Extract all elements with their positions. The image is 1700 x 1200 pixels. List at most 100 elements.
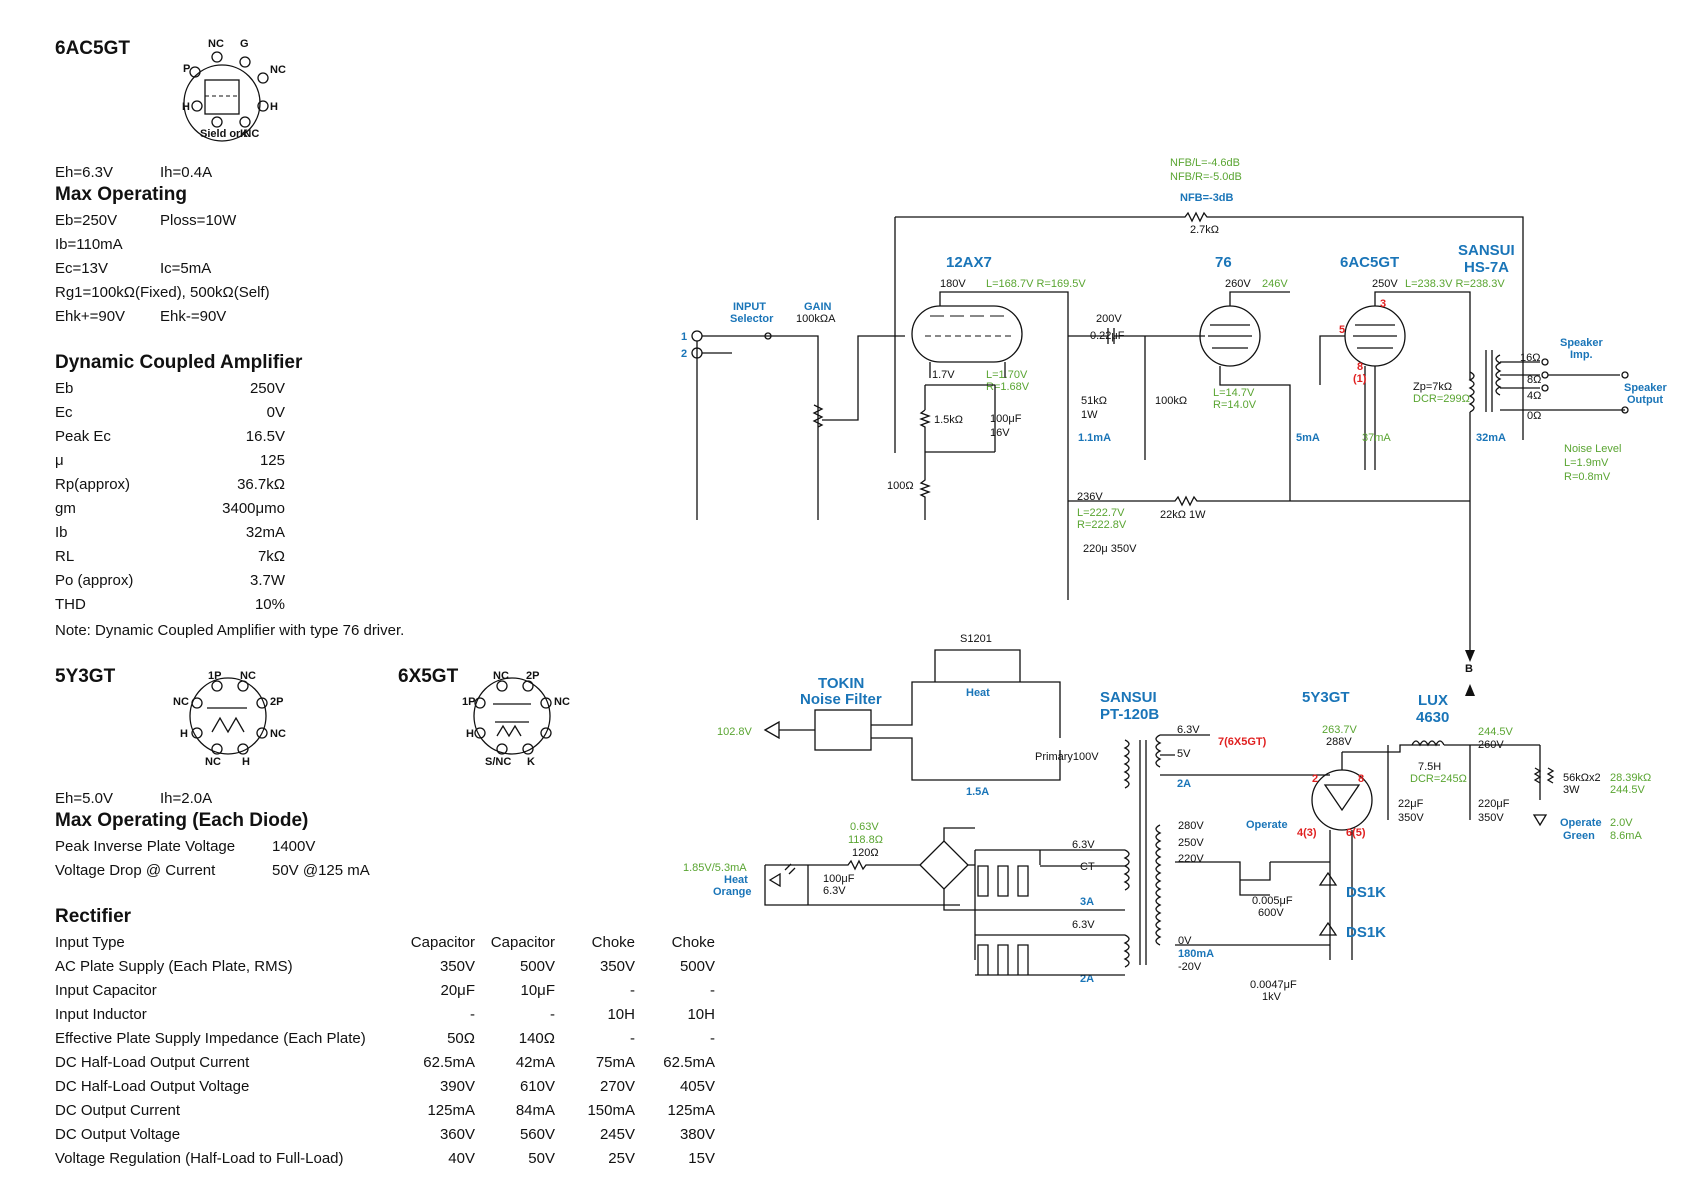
param-label: Po (approx) — [55, 572, 134, 589]
table-cell: 610V — [519, 1077, 555, 1095]
heater-6v3-b: 6.3V — [1072, 919, 1095, 931]
table-cell: 500V — [679, 957, 715, 975]
pt-6v3: 6.3V — [1177, 724, 1200, 736]
v1-ck-value: 100μF — [990, 413, 1022, 425]
table-header-cell: Capacitor — [410, 933, 475, 951]
dca-note: Note: Dynamic Coupled Amplifier with typ… — [55, 622, 405, 639]
bleeder-meas-v: 244.5V — [1610, 784, 1646, 796]
cap2-voltage: 1kV — [1262, 991, 1282, 1003]
pt-2a: 2A — [1177, 778, 1191, 790]
pin-label: K — [527, 756, 535, 768]
pin-label: NC — [240, 670, 256, 682]
v1-current: 1.1mA — [1078, 432, 1111, 444]
heater-ct: CT — [1080, 861, 1095, 873]
max-rg1: Rg1=100kΩ(Fixed), 500kΩ(Self) — [55, 284, 270, 301]
table-cell: 62.5mA — [663, 1053, 715, 1071]
datasheet-panel: 6AC5GT Eh=6.3V Ih=0.4A Max Operating Eb=… — [0, 0, 740, 1200]
c2-voltage: 350V — [1478, 812, 1504, 824]
param-value: 32mA — [245, 524, 285, 541]
hv-tap-0: 0V — [1178, 935, 1192, 947]
input-2-label: 2 — [681, 348, 687, 360]
speaker-out-2: Output — [1627, 394, 1663, 406]
speaker-imp-2: Imp. — [1570, 349, 1593, 361]
speaker-out-1: Speaker — [1624, 382, 1668, 394]
table-cell: 75mA — [595, 1053, 635, 1071]
table-cell: 560V — [519, 1125, 555, 1143]
param-label: Peak Ec — [55, 428, 111, 445]
param-value: 3400μmo — [222, 500, 285, 517]
table-header-cell: Choke — [591, 933, 635, 951]
list-item: Ib 32mA — [55, 524, 285, 546]
out-meas: 244.5V — [1478, 726, 1514, 738]
table-cell: 125mA — [427, 1101, 475, 1119]
pin-label: NC — [173, 696, 189, 708]
pin-label: H — [242, 756, 250, 768]
v1-rf: 100Ω — [887, 480, 914, 492]
v1-plate: 180V — [940, 278, 966, 290]
pt-title-1: SANSUI — [1100, 689, 1157, 706]
v1-rk: 1.5kΩ — [934, 414, 963, 426]
v1-cathode-v: 1.7V — [932, 369, 955, 381]
heater-6v3-a: 6.3V — [1072, 839, 1095, 851]
pin-label: K — [240, 128, 248, 140]
input-label: INPUT — [733, 301, 766, 313]
param-label: Ib — [55, 524, 68, 541]
heat-switch-label: Heat — [966, 687, 990, 699]
table-cell: 245V — [599, 1125, 635, 1143]
rect-tube-name: 5Y3GT — [1302, 689, 1350, 706]
pin-label: NC — [205, 756, 221, 768]
tube-6x5-title: 6X5GT — [398, 666, 459, 687]
opt-tap-8: 8Ω — [1527, 374, 1541, 386]
pin-label: NC — [270, 64, 286, 76]
table-cell: 140Ω — [518, 1029, 555, 1047]
op-led-i: 8.6mA — [1610, 830, 1642, 842]
power-supply-section: B 102.8V TOKIN Noise Filter S1201 Heat 1… — [683, 633, 1651, 1003]
input-selector-label: Selector — [730, 313, 774, 325]
gain-label: GAIN — [804, 301, 832, 313]
pin-label: 1P — [462, 696, 475, 708]
pt-5v: 5V — [1177, 748, 1191, 760]
heat-led-meas-r: 118.8Ω — [848, 834, 883, 846]
table-cell: 50Ω — [447, 1029, 475, 1047]
table-cell: 40V — [448, 1149, 475, 1167]
param-value: 125 — [259, 452, 285, 469]
filter-title-1: TOKIN — [818, 675, 864, 692]
max-ploss: Ploss=10W — [160, 212, 237, 229]
opt-title-1: SANSUI — [1458, 242, 1515, 259]
noise-l: L=1.9mV — [1564, 457, 1609, 469]
pin-label: Sield or NC — [200, 128, 259, 140]
table-cell: 360V — [439, 1125, 475, 1143]
pin-label: 1P — [208, 670, 221, 682]
pin-label: H — [466, 728, 474, 740]
table-row: Voltage Regulation (Half-Load to Full-Lo… — [55, 1146, 715, 1170]
v2-cathode-meas-l: L=14.7V — [1213, 387, 1255, 399]
plate-resistor: 51kΩ — [1081, 395, 1107, 407]
cap1-value: 0.005μF — [1252, 895, 1293, 907]
pt-primary: Primary100V — [1035, 751, 1099, 763]
diode-max-title: Max Operating (Each Diode) — [55, 810, 309, 831]
table-cell: 25V — [608, 1149, 635, 1167]
max-ib: Ib=110mA — [55, 236, 123, 253]
v3-pin-grid: 5 — [1339, 324, 1345, 336]
opt-title-2: HS-7A — [1464, 259, 1509, 276]
table-cell: 390V — [439, 1077, 475, 1095]
rect-pin-8: 8 — [1358, 773, 1364, 785]
table-cell: 350V — [599, 957, 635, 975]
rectifier-table: Input Type Capacitor Capacitor Choke Cho… — [55, 930, 715, 1170]
table-cell: DC Output Current — [55, 1101, 181, 1119]
table-header-cell: Choke — [671, 933, 715, 951]
bleeder-r: 56kΩx2 — [1563, 772, 1601, 784]
heater-eh: Eh=6.3V — [55, 164, 113, 181]
max-ec: Ec=13V — [55, 260, 108, 277]
table-cell: - — [550, 1005, 555, 1023]
table-cell: 42mA — [515, 1053, 555, 1071]
param-label: Ec — [55, 404, 73, 421]
filter-title-2: Noise Filter — [800, 691, 882, 708]
v2-name: 76 — [1215, 254, 1232, 271]
bplus-resistor: 22kΩ 1W — [1160, 509, 1206, 521]
tube-6ac5-title: 6AC5GT — [55, 38, 130, 59]
